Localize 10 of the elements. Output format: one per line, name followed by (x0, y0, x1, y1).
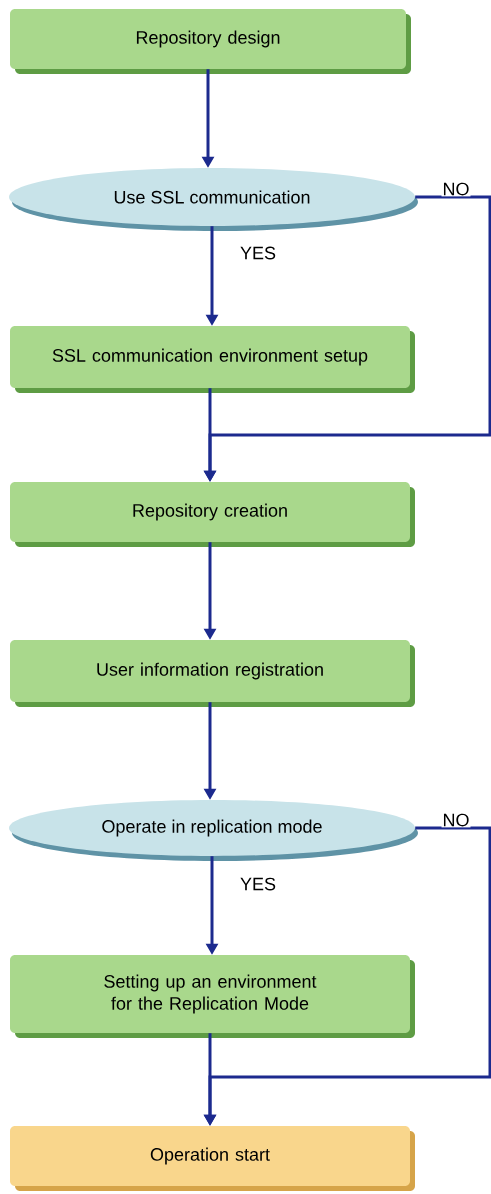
edge-label: YES (239, 876, 277, 892)
edge-label: NO (441, 812, 471, 828)
process-box: Repository design (10, 9, 411, 74)
process-box: SSL communication environment setup (10, 326, 415, 393)
process-box: User information registration (10, 640, 415, 707)
process-box: Setting up an environment for the Replication Mode (10, 955, 415, 1038)
process-box: Operation start (10, 1126, 415, 1191)
edge-label: YES (239, 245, 277, 261)
edge-label: NO (441, 181, 471, 197)
process-box: Repository creation (10, 482, 415, 547)
